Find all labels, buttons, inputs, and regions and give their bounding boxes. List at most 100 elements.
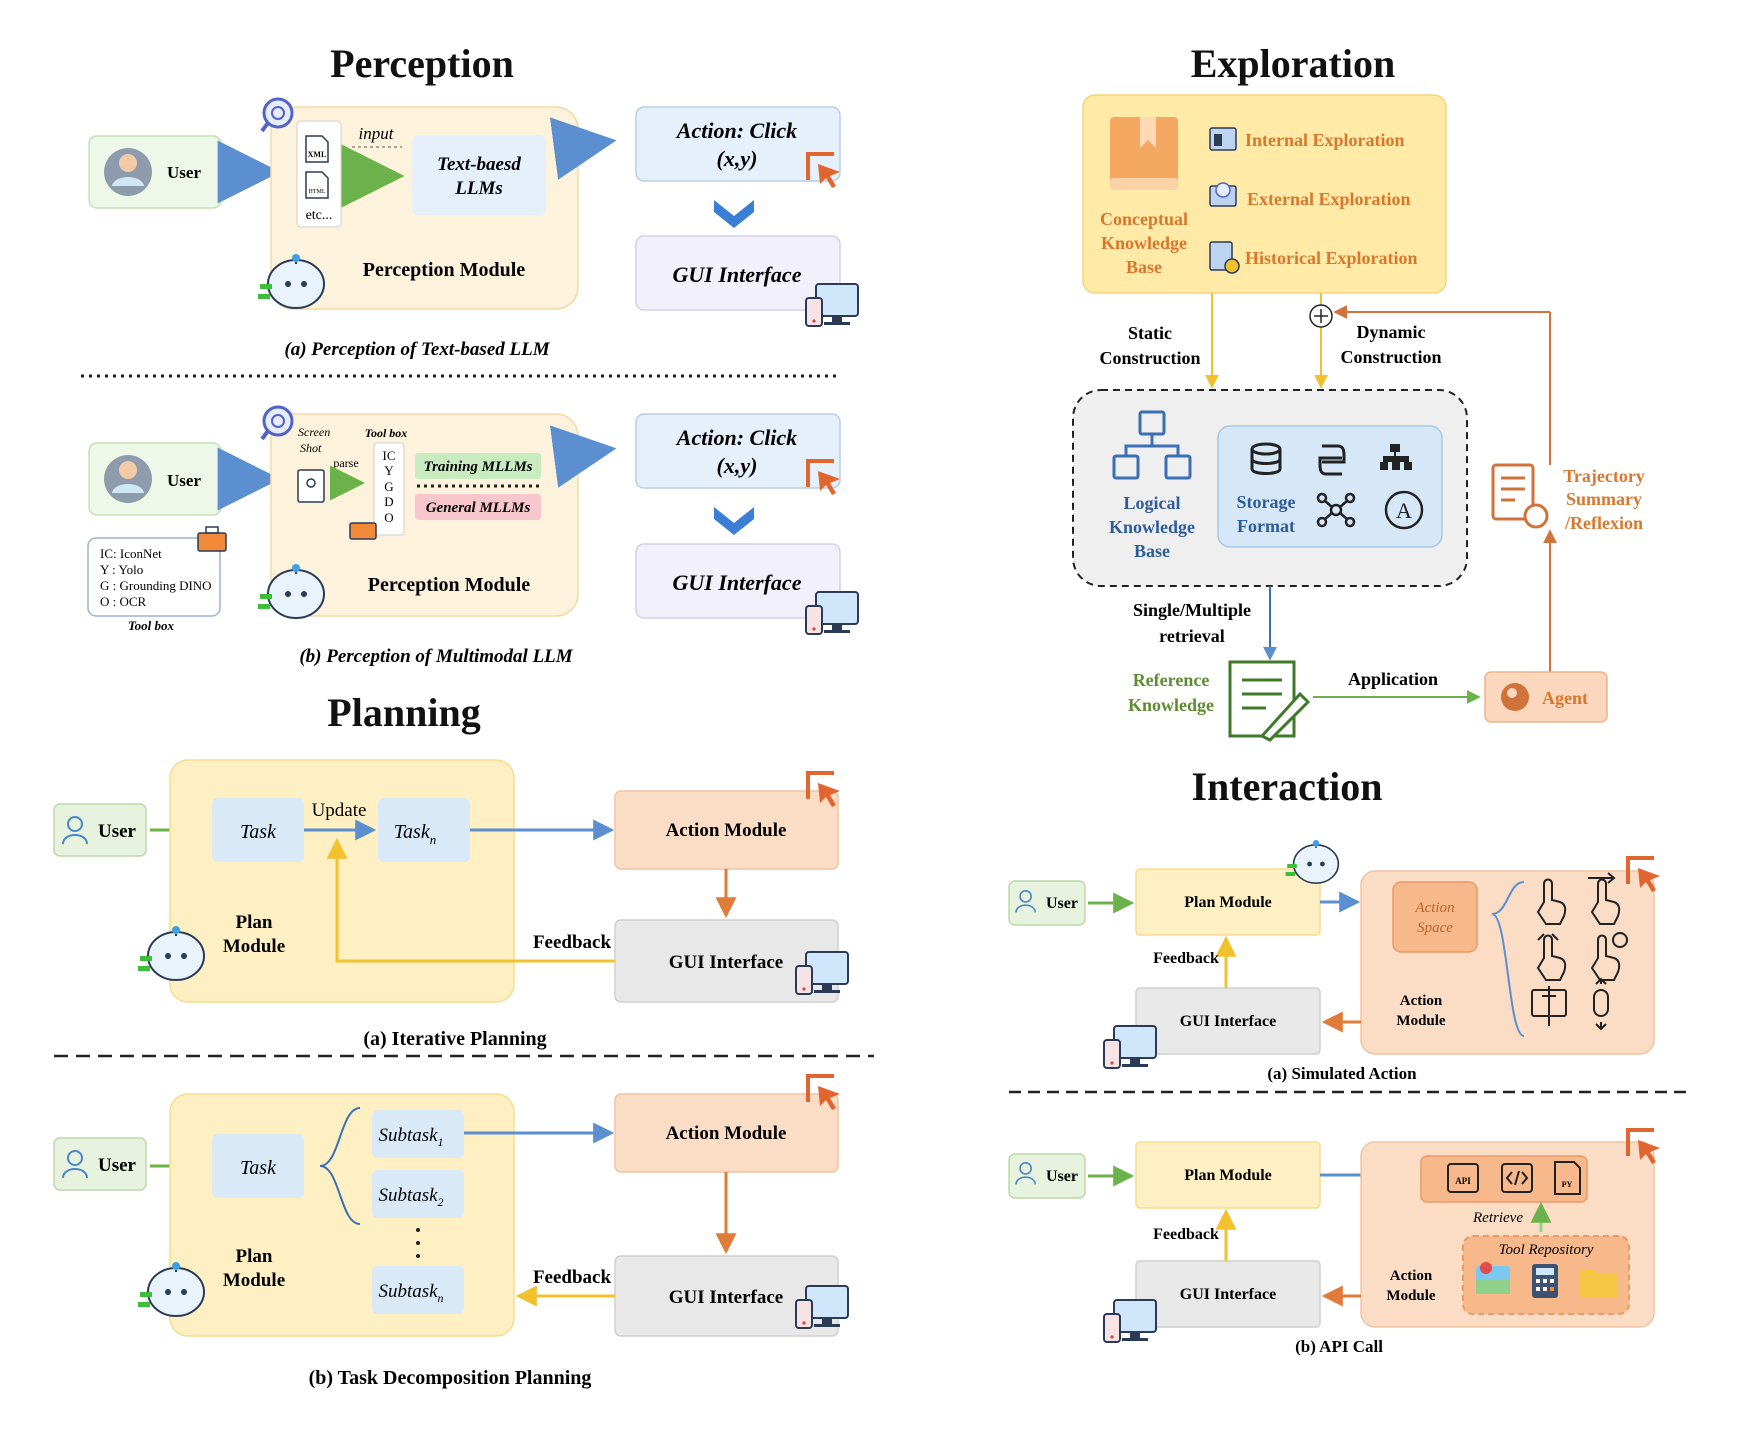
subtask-2-label: Subtask2 [378, 1185, 443, 1209]
interaction-b: User Plan Module GUI Interface Feedback … [1008, 1128, 1660, 1356]
agent-label: Agent [1542, 688, 1588, 708]
feedback-label: Feedback [533, 932, 612, 953]
svg-text:HTML: HTML [309, 189, 326, 195]
double-tap-icon [1536, 933, 1567, 981]
python-icon [1318, 444, 1346, 476]
interaction-a: User Plan Module GUI Interface Feedback … [1008, 839, 1660, 1083]
training-mllms-box [415, 453, 541, 479]
user-label: User [1046, 895, 1078, 912]
brace [319, 1107, 361, 1225]
calculator-icon [1532, 1264, 1558, 1298]
ckb-line1: Conceptual [1100, 209, 1188, 229]
graph-network-icon [1316, 492, 1356, 528]
toolbox-icon [349, 522, 377, 540]
python-file-icon: PY [1554, 1161, 1581, 1195]
tool-legend-y: Y : Yolo [100, 562, 143, 577]
general-mllms-box [415, 494, 541, 520]
caption: (a) Iterative Planning [363, 1028, 546, 1050]
brace [1491, 881, 1525, 1037]
tap-icon [1536, 878, 1567, 925]
text-input-icon [1531, 986, 1567, 1026]
task-box [212, 1134, 304, 1198]
retrieval-line1: Single/Multiple [1133, 600, 1251, 620]
perception-module-label: Perception Module [363, 259, 526, 281]
application-label: Application [1348, 669, 1438, 689]
text-llm-box [412, 135, 546, 215]
external-exploration-label: External Exploration [1247, 189, 1411, 209]
task-box [212, 798, 304, 862]
etc-label: etc... [306, 208, 333, 223]
plan-module-label: Plan Module [1184, 1167, 1272, 1184]
sitemap-icon [1380, 444, 1412, 470]
user-label: User [98, 1155, 137, 1176]
gui-box [1135, 1260, 1321, 1328]
text-a-icon: A [1384, 490, 1424, 530]
api-icon: API [1447, 1163, 1479, 1193]
trajectory-line1: Trajectory [1563, 466, 1645, 486]
perception-module-label: Perception Module [368, 574, 531, 596]
chevron-down-icon [714, 200, 754, 228]
toolbox-caption: Tool box [128, 618, 175, 633]
trajectory-line2: Summary [1566, 489, 1642, 509]
feedback-label: Feedback [1153, 950, 1219, 967]
user-label: User [1046, 1168, 1078, 1185]
toolbox-letter-o: O [384, 510, 393, 525]
perception-a: User XML HTML etc... input Text-baesd LL… [88, 97, 859, 360]
training-mllms-label: Training MLLMs [423, 459, 532, 475]
plan-line2: Module [223, 1270, 285, 1291]
action-space-line1: Action [1414, 900, 1454, 916]
monitor-icon [1103, 1025, 1157, 1069]
internal-exploration-icon [1209, 127, 1237, 151]
plan-line1: Plan [236, 912, 273, 933]
exploration-title: Exploration [1191, 41, 1395, 86]
gui-label: GUI Interface [669, 952, 784, 973]
magnifier-icon [260, 97, 294, 133]
subtask-n-label: Subtaskn [378, 1281, 443, 1305]
gui-label: GUI Interface [673, 262, 802, 287]
toolbox-letter-g: G [384, 479, 393, 494]
feedback-label: Feedback [533, 1267, 612, 1288]
gui-box [1135, 987, 1321, 1055]
tool-repository-label: Tool Repository [1499, 1242, 1594, 1258]
general-mllms-label: General MLLMs [426, 500, 531, 516]
caption: (a) Perception of Text-based LLM [284, 339, 550, 360]
magnifier-icon [260, 405, 294, 441]
toolbox-letter-ic: IC [383, 448, 396, 463]
ckb-line2: Knowledge [1101, 233, 1187, 253]
caption: (b) Perception of Multimodal LLM [299, 646, 573, 667]
internal-exploration-label: Internal Exploration [1245, 130, 1405, 150]
action-module-line2: Module [1396, 1013, 1446, 1029]
plan-module-label: Plan Module [1184, 894, 1272, 911]
tool-legend-ic: IC: IconNet [100, 546, 162, 561]
update-label: Update [312, 800, 367, 821]
gui-label: GUI Interface [1180, 1286, 1276, 1303]
perception-title: Perception [330, 41, 514, 86]
scroll-icon [1593, 977, 1609, 1031]
svg-text:XML: XML [308, 150, 327, 159]
screenshot-line1: Screen [298, 425, 330, 439]
static-line1: Static [1128, 323, 1172, 343]
arrow-to-action [549, 425, 617, 488]
svg-text:A: A [1396, 498, 1412, 523]
action-module-line2: Module [1386, 1288, 1436, 1304]
long-press-icon [1590, 932, 1628, 981]
screenshot-line2: Shot [300, 441, 322, 455]
action-click-box [635, 106, 841, 182]
perception-b: User IC: IconNet Y : Yolo G : Grounding … [87, 405, 859, 667]
action-click-label: Action: Click [675, 118, 797, 143]
chevron-down-icon [714, 507, 754, 535]
user-label: User [98, 821, 137, 842]
tool-legend-o: O : OCR [100, 594, 147, 609]
database-icon [1250, 442, 1282, 475]
parse-label: parse [333, 456, 358, 470]
hierarchy-icon [1112, 410, 1192, 480]
user-box [1008, 1153, 1086, 1199]
plan-module-box [169, 759, 515, 1003]
toolbox-label: Tool box [365, 426, 408, 440]
gui-label: GUI Interface [1180, 1013, 1276, 1030]
reference-line2: Knowledge [1128, 695, 1214, 715]
arrow-feedback [326, 837, 615, 963]
retrieved-tools-box [1420, 1155, 1588, 1203]
task-label: Task [240, 1157, 277, 1179]
static-line2: Construction [1099, 348, 1200, 368]
